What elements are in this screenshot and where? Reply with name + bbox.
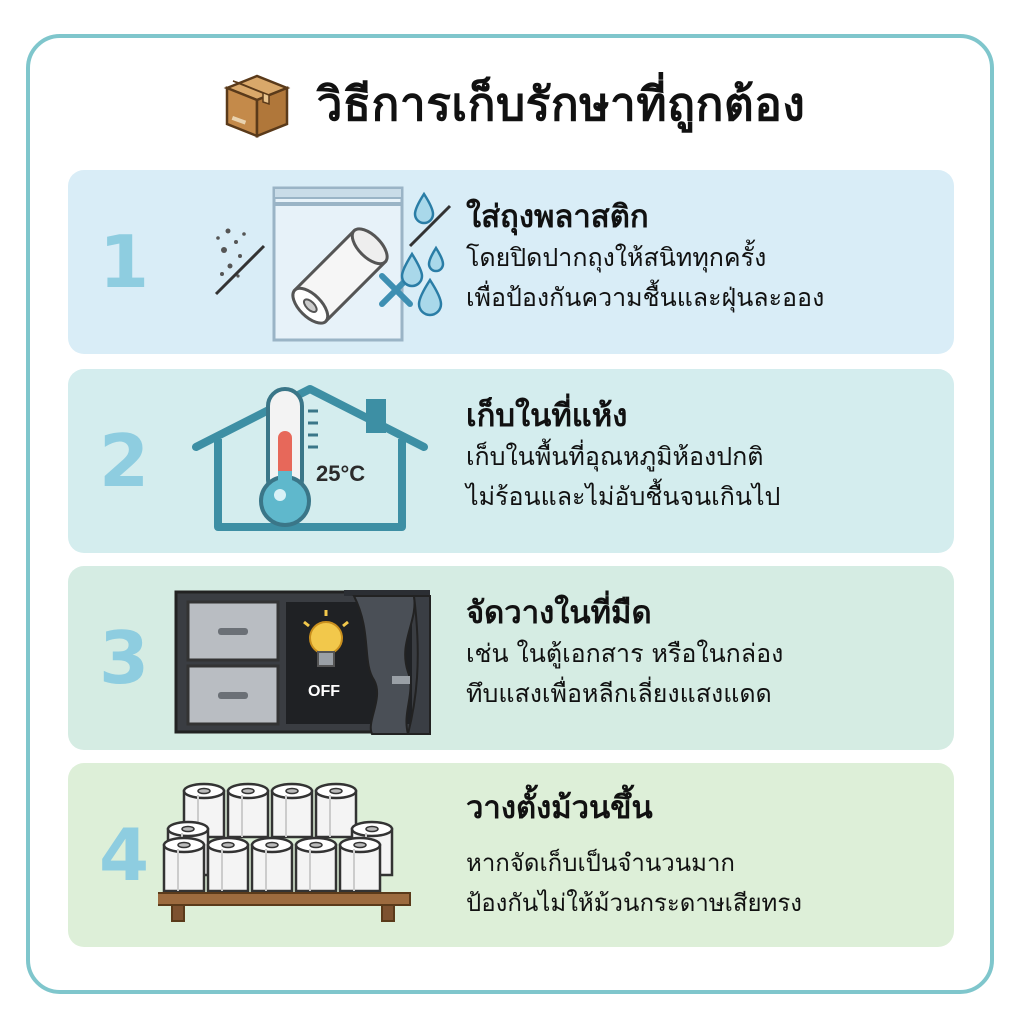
stacked-rolls-shelf-icon [158,782,411,922]
cabinet-curtain-lightbulb-icon: OFF [174,590,431,735]
step-description-line-2: ทึบแสงเพื่อหลีกเลี่ยงแสงแดด [466,679,772,708]
step-text: จัดวางในที่มืด เช่น ในตู้เอกสาร หรือในกล… [466,592,942,714]
step-text: วางตั้งม้วนขึ้น หากจัดเก็บเป็นจำนวนมาก ป… [466,787,942,923]
step-description-line-1: หากจัดเก็บเป็นจำนวนมาก [466,849,735,877]
step-description-line-2: ไม่ร้อนและไม่อับชื้นจนเกินไป [466,482,781,511]
house-thermometer-icon: 25°C [192,385,428,531]
step-title: เก็บในที่แห้ง [466,398,628,434]
step-title: วางตั้งม้วนขึ้น [466,790,653,826]
step-number: 2 [98,419,150,503]
step-description-line-1: เช่น ในตู้เอกสาร หรือในกล่อง [466,639,784,668]
step-description-line-1: โดยปิดปากถุงให้สนิททุกครั้ง [466,243,767,272]
step-title: จัดวางในที่มืด [466,595,652,631]
cardboard-box-icon [223,74,290,138]
light-off-label: OFF [308,683,340,700]
header: วิธีการเก็บรักษาที่ถูกต้อง [0,64,1024,144]
step-title: ใส่ถุงพลาสติก [466,199,649,235]
step-description-line-1: เก็บในพื้นที่อุณหภูมิห้องปกติ [466,442,764,471]
lightbulb-icon [303,610,349,667]
step-text: ใส่ถุงพลาสติก โดยปิดปากถุงให้สนิททุกครั้… [466,196,942,318]
step-number: 3 [98,616,150,700]
step-card-1: 1 ใส่ถุงพลาสต [68,170,954,354]
step-card-2: 2 25°C เก็บในที่แห้ง เก็บในพื้นที่อุณหภู… [68,369,954,553]
sealed-bag-paper-roll-icon [214,186,452,342]
step-card-3: 3 OFF จัดวางในที่มืด เช่น ในตู้เอกสาร หร… [68,566,954,750]
step-card-4: 4 วางตั้งม้วนขึ้น หากจัดเก็บเป็นจ [68,763,954,947]
step-number: 1 [98,220,150,304]
step-description-line-2: ป้องกันไม่ให้ม้วนกระดาษเสียทรง [466,889,802,917]
step-description-line-2: เพื่อป้องกันความชื้นและฝุ่นละออง [466,283,825,312]
step-number: 4 [98,813,150,897]
temperature-label: 25°C [316,461,365,486]
page-title: วิธีการเก็บรักษาที่ถูกต้อง [316,76,806,131]
step-text: เก็บในที่แห้ง เก็บในพื้นที่อุณหภูมิห้องป… [466,395,942,517]
